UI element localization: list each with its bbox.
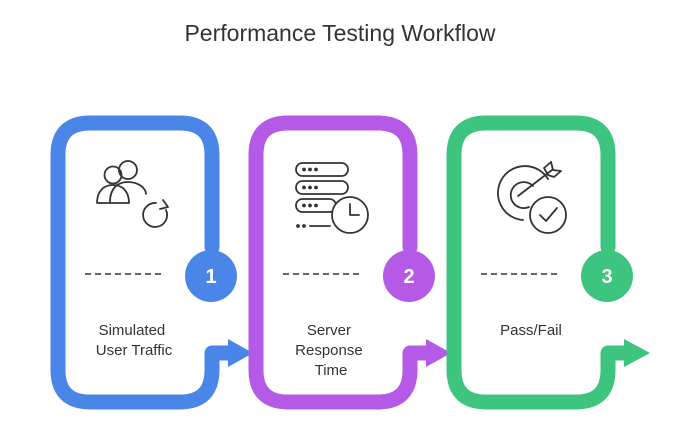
step-3-outline bbox=[446, 115, 636, 410]
step-2-label: Server Response Time bbox=[295, 322, 367, 379]
step-2: 2 bbox=[248, 115, 451, 410]
step-1-outline bbox=[50, 115, 240, 410]
target-check-icon bbox=[497, 161, 567, 234]
step-3-badge bbox=[581, 250, 633, 302]
step-1-badge bbox=[185, 250, 237, 302]
step-2-number: 2 bbox=[403, 266, 414, 288]
step-2-badge bbox=[383, 250, 435, 302]
step-1: 1 bbox=[50, 115, 253, 410]
step-1-label: Simulated User Traffic bbox=[96, 322, 173, 359]
step-1-number: 1 bbox=[205, 266, 216, 288]
page-title: Performance Testing Workflow bbox=[184, 20, 496, 46]
step-3-number: 3 bbox=[601, 266, 612, 288]
step-2-outline bbox=[248, 115, 438, 410]
step-3-arrow bbox=[624, 339, 650, 367]
step-1-arrow bbox=[228, 339, 253, 367]
step-3-label: Pass/Fail bbox=[500, 322, 562, 339]
server-clock-icon bbox=[295, 162, 369, 234]
users-refresh-icon bbox=[96, 160, 169, 228]
step-2-arrow bbox=[426, 339, 451, 367]
step-3: 3 bbox=[446, 115, 650, 410]
